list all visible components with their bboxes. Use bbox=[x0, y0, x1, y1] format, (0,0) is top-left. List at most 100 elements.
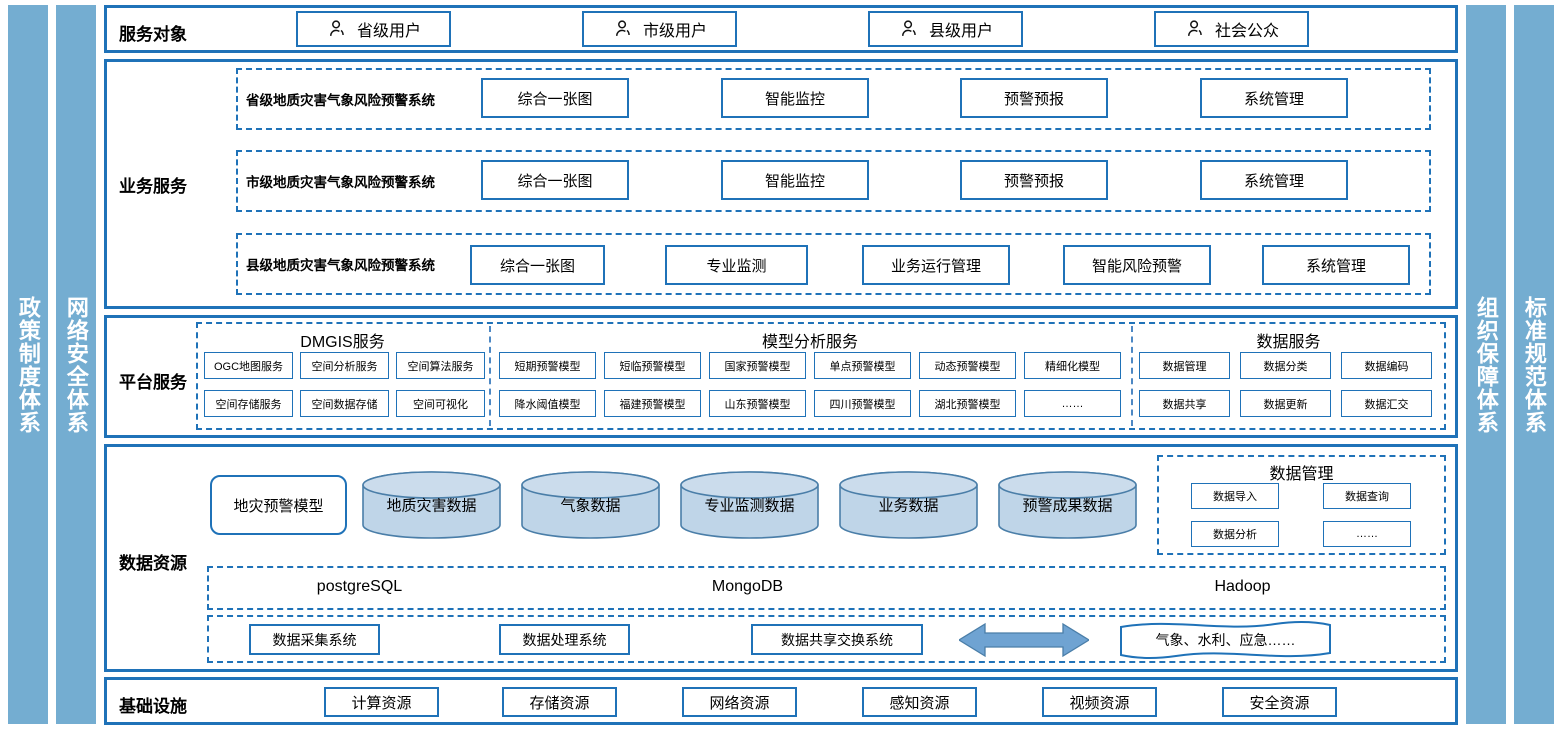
service-object-public[interactable]: 社会公众 bbox=[1154, 11, 1309, 47]
platform-item-spatial-visualization[interactable]: 空间可视化 bbox=[396, 390, 485, 417]
infrastructure-item-video[interactable]: 视频资源 bbox=[1042, 687, 1157, 717]
platform-item-ogc-map-service[interactable]: OGC地图服务 bbox=[204, 352, 293, 379]
platform-item-data-sharing[interactable]: 数据共享 bbox=[1139, 390, 1230, 417]
business-module-province-3[interactable]: 预警预报 bbox=[960, 78, 1108, 118]
layer-business-services-label: 业务服务 bbox=[119, 177, 187, 196]
infrastructure-item-sensing[interactable]: 感知资源 bbox=[862, 687, 977, 717]
data-cylinder-label: 地质灾害数据 bbox=[386, 497, 477, 515]
business-row-county-system: 县级地质灾害气象风险预警系统 bbox=[246, 258, 435, 273]
platform-item-rainfall-threshold-model[interactable]: 降水阈值模型 bbox=[499, 390, 596, 417]
business-module-province-4[interactable]: 系统管理 bbox=[1200, 78, 1348, 118]
service-object-label: 市级用户 bbox=[642, 23, 707, 40]
platform-group-title-dmgis: DMGIS服务 bbox=[300, 334, 385, 351]
business-module-county-2[interactable]: 专业监测 bbox=[665, 245, 808, 285]
platform-item-spatial-storage-service[interactable]: 空间存储服务 bbox=[204, 390, 293, 417]
database-mongodb: MongoDB bbox=[711, 578, 784, 595]
data-management-item-query[interactable]: 数据查询 bbox=[1323, 483, 1411, 509]
platform-services-container bbox=[196, 322, 1446, 430]
platform-item-data-submission[interactable]: 数据汇交 bbox=[1341, 390, 1432, 417]
data-system-collection[interactable]: 数据采集系统 bbox=[249, 624, 380, 655]
infrastructure-item-security[interactable]: 安全资源 bbox=[1222, 687, 1337, 717]
platform-item-data-encoding[interactable]: 数据编码 bbox=[1341, 352, 1432, 379]
service-object-county[interactable]: 县级用户 bbox=[868, 11, 1023, 47]
business-module-province-1[interactable]: 综合一张图 bbox=[481, 78, 629, 118]
data-management-container bbox=[1157, 455, 1446, 555]
layer-platform-services-label: 平台服务 bbox=[119, 373, 187, 392]
data-systems-row bbox=[207, 615, 1446, 663]
platform-item-national-warning-model[interactable]: 国家预警模型 bbox=[709, 352, 806, 379]
data-cylinder-label: 预警成果数据 bbox=[1022, 497, 1113, 515]
business-module-county-3[interactable]: 业务运行管理 bbox=[862, 245, 1010, 285]
data-management-item-import[interactable]: 数据导入 bbox=[1191, 483, 1279, 509]
data-cylinder-geohazard[interactable]: 地质灾害数据 bbox=[362, 471, 501, 539]
platform-item-dynamic-warning-model[interactable]: 动态预警模型 bbox=[919, 352, 1016, 379]
service-object-label: 省级用户 bbox=[356, 23, 421, 40]
platform-group-title-model: 模型分析服务 bbox=[761, 334, 858, 351]
database-hadoop: Hadoop bbox=[1214, 578, 1271, 595]
platform-item-spatial-algorithm-service[interactable]: 空间算法服务 bbox=[396, 352, 485, 379]
data-cylinder-warning-results[interactable]: 预警成果数据 bbox=[998, 471, 1137, 539]
business-row-county bbox=[236, 233, 1431, 295]
platform-item-data-classification[interactable]: 数据分类 bbox=[1240, 352, 1331, 379]
business-row-city-system: 市级地质灾害气象风险预警系统 bbox=[246, 175, 435, 190]
platform-item-fujian-warning-model[interactable]: 福建预警模型 bbox=[604, 390, 701, 417]
business-row-province bbox=[236, 68, 1431, 130]
platform-item-spatial-analysis-service[interactable]: 空间分析服务 bbox=[300, 352, 389, 379]
data-management-item-more[interactable]: …… bbox=[1323, 521, 1411, 547]
platform-item-sichuan-warning-model[interactable]: 四川预警模型 bbox=[814, 390, 911, 417]
sidebar-network-security-system: 网络安全体系 bbox=[56, 5, 96, 724]
platform-item-short-term-warning-model[interactable]: 短期预警模型 bbox=[499, 352, 596, 379]
sidebar-organization-guarantee-system: 组织保障体系 bbox=[1466, 5, 1506, 724]
data-system-processing[interactable]: 数据处理系统 bbox=[499, 624, 630, 655]
person-icon bbox=[326, 18, 348, 40]
business-module-city-3[interactable]: 预警预报 bbox=[960, 160, 1108, 200]
data-management-item-analysis[interactable]: 数据分析 bbox=[1191, 521, 1279, 547]
database-engines-row bbox=[207, 566, 1446, 610]
infrastructure-item-storage[interactable]: 存储资源 bbox=[502, 687, 617, 717]
database-postgresql: postgreSQL bbox=[316, 578, 403, 595]
data-model-box[interactable]: 地灾预警模型 bbox=[210, 475, 347, 535]
business-row-province-system: 省级地质灾害气象风险预警系统 bbox=[246, 93, 435, 108]
business-module-city-1[interactable]: 综合一张图 bbox=[481, 160, 629, 200]
platform-item-imminent-warning-model[interactable]: 短临预警模型 bbox=[604, 352, 701, 379]
data-cylinder-professional-monitoring[interactable]: 专业监测数据 bbox=[680, 471, 819, 539]
data-cylinder-label: 业务数据 bbox=[878, 497, 939, 515]
business-module-city-4[interactable]: 系统管理 bbox=[1200, 160, 1348, 200]
platform-item-more-models[interactable]: …… bbox=[1024, 390, 1121, 417]
layer-service-objects-label: 服务对象 bbox=[119, 25, 187, 44]
data-cylinder-meteorological[interactable]: 气象数据 bbox=[521, 471, 660, 539]
data-cylinder-business[interactable]: 业务数据 bbox=[839, 471, 978, 539]
infrastructure-item-compute[interactable]: 计算资源 bbox=[324, 687, 439, 717]
data-cylinder-label: 专业监测数据 bbox=[704, 497, 795, 515]
platform-group-divider-2 bbox=[1131, 326, 1133, 426]
platform-item-refined-model[interactable]: 精细化模型 bbox=[1024, 352, 1121, 379]
sidebar-standard-specification-system: 标准规范体系 bbox=[1514, 5, 1554, 724]
external-departments-box[interactable]: 气象、水利、应急…… bbox=[1118, 620, 1333, 660]
business-row-city bbox=[236, 150, 1431, 212]
external-departments-label: 气象、水利、应急…… bbox=[1155, 632, 1296, 648]
data-cylinder-label: 气象数据 bbox=[560, 497, 621, 515]
platform-item-data-management[interactable]: 数据管理 bbox=[1139, 352, 1230, 379]
layer-data-resources-label: 数据资源 bbox=[119, 554, 187, 573]
service-object-city[interactable]: 市级用户 bbox=[582, 11, 737, 47]
platform-item-single-point-warning-model[interactable]: 单点预警模型 bbox=[814, 352, 911, 379]
data-system-sharing-exchange[interactable]: 数据共享交换系统 bbox=[751, 624, 923, 655]
platform-item-spatial-data-storage[interactable]: 空间数据存储 bbox=[300, 390, 389, 417]
person-icon bbox=[898, 18, 920, 40]
business-module-county-5[interactable]: 系统管理 bbox=[1262, 245, 1410, 285]
platform-group-title-data: 数据服务 bbox=[1256, 334, 1321, 351]
infrastructure-item-network[interactable]: 网络资源 bbox=[682, 687, 797, 717]
layer-infrastructure-label: 基础设施 bbox=[119, 697, 187, 716]
platform-group-divider-1 bbox=[489, 326, 491, 426]
person-icon bbox=[1184, 18, 1206, 40]
business-module-county-1[interactable]: 综合一张图 bbox=[470, 245, 605, 285]
platform-item-shandong-warning-model[interactable]: 山东预警模型 bbox=[709, 390, 806, 417]
service-object-province[interactable]: 省级用户 bbox=[296, 11, 451, 47]
platform-item-data-update[interactable]: 数据更新 bbox=[1240, 390, 1331, 417]
business-module-county-4[interactable]: 智能风险预警 bbox=[1063, 245, 1211, 285]
business-module-city-2[interactable]: 智能监控 bbox=[721, 160, 869, 200]
sidebar-policy-system: 政策制度体系 bbox=[8, 5, 48, 724]
platform-item-hubei-warning-model[interactable]: 湖北预警模型 bbox=[919, 390, 1016, 417]
business-module-province-2[interactable]: 智能监控 bbox=[721, 78, 869, 118]
